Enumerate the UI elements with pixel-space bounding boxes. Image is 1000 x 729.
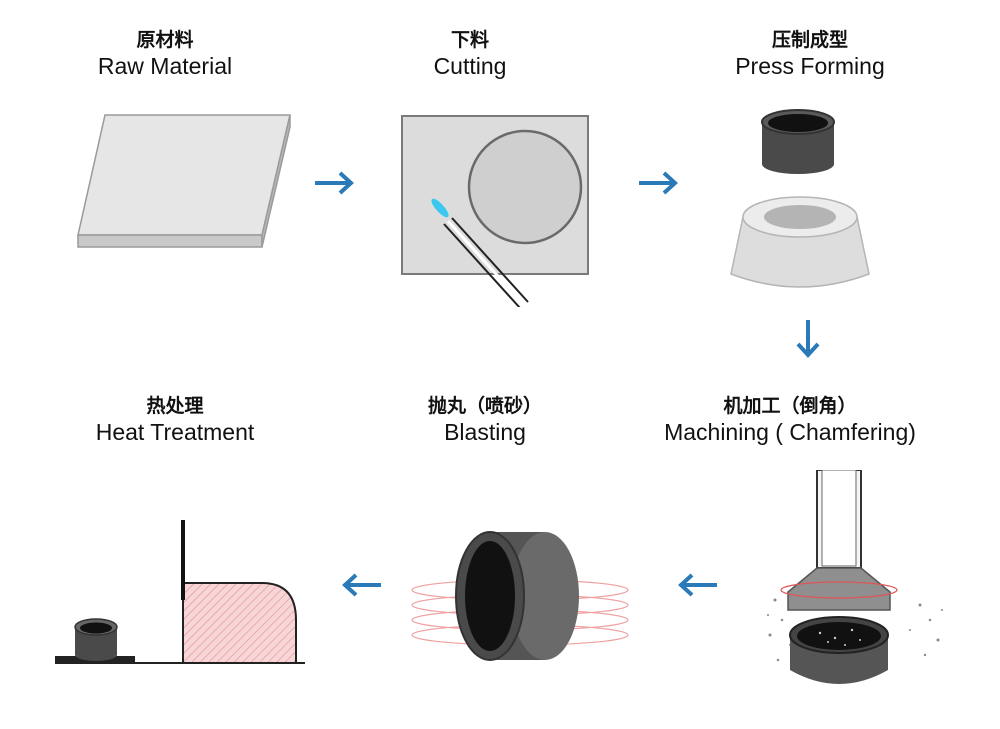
step-cn-title: 原材料	[136, 29, 194, 51]
cutting-illustration	[401, 115, 589, 307]
step-en-title: Raw Material	[97, 53, 233, 79]
step-cn-title: 热处理	[146, 395, 204, 417]
step-en-title: Cutting	[433, 53, 507, 79]
step-en-title: Blasting	[444, 419, 526, 445]
step-label-raw-material: 原材料 Raw Material	[40, 28, 290, 80]
step-en-title: Machining ( Chamfering)	[664, 419, 916, 445]
step-label-blasting: 抛丸（喷砂） Blasting	[385, 394, 585, 446]
step-cn-title: 抛丸（喷砂）	[427, 395, 542, 417]
step-en-title: Press Forming	[735, 53, 885, 79]
heat-treatment-illustration	[55, 520, 305, 664]
blasting-illustration	[411, 531, 629, 661]
step-label-cutting: 下料 Cutting	[370, 28, 570, 80]
step-label-heat-treatment: 热处理 Heat Treatment	[50, 394, 300, 446]
arrow-right-icon	[315, 171, 354, 195]
step-label-press-forming: 压制成型 Press Forming	[680, 28, 940, 80]
machining-illustration	[767, 470, 943, 684]
step-cn-title: 下料	[450, 29, 489, 51]
raw-material-plate-illustration	[77, 114, 291, 248]
step-label-machining: 机加工（倒角） Machining ( Chamfering)	[630, 394, 950, 446]
step-cn-title: 机加工（倒角）	[723, 395, 857, 417]
arrow-left-icon	[342, 573, 381, 597]
step-cn-title: 压制成型	[771, 29, 848, 51]
press-forming-illustration	[730, 109, 870, 288]
arrow-right-icon	[639, 171, 678, 195]
step-en-title: Heat Treatment	[95, 419, 255, 445]
arrow-down-icon	[796, 320, 820, 358]
arrow-left-icon	[678, 573, 717, 597]
